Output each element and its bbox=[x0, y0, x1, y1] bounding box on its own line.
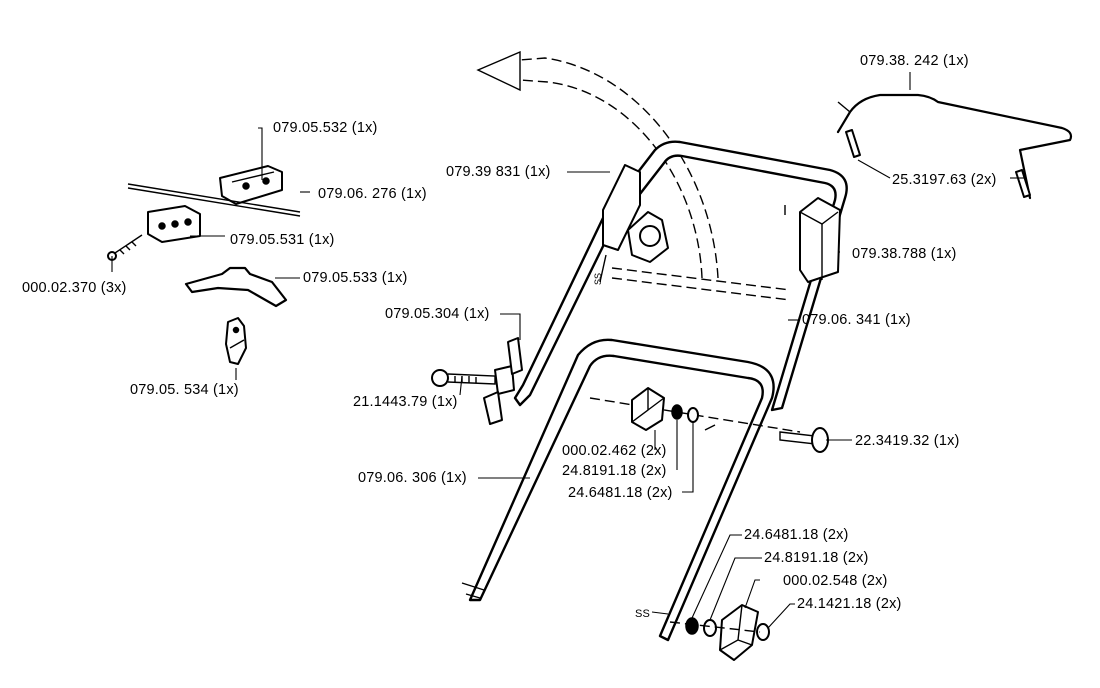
label-washer-low-2: 24.8191.18 (2x) bbox=[764, 550, 869, 566]
rod bbox=[127, 183, 301, 217]
label-top-right-bar: 079.38. 242 (1x) bbox=[860, 53, 969, 69]
label-nut-low: 24.1421.18 (2x) bbox=[797, 596, 902, 612]
knob-mid bbox=[631, 387, 699, 431]
label-right-box: 079.38.788 (1x) bbox=[852, 246, 957, 262]
lower-fasteners bbox=[669, 604, 770, 661]
label-bolt-part: 079.05.304 (1x) bbox=[385, 306, 490, 322]
pins bbox=[845, 129, 1031, 198]
label-clip-top: 079.05.532 (1x) bbox=[273, 120, 378, 136]
label-screw: 000.02.370 (3x) bbox=[22, 280, 127, 296]
hook-part bbox=[225, 317, 247, 365]
label-top-bracket: 079.39 831 (1x) bbox=[446, 164, 551, 180]
label-bolt: 21.1443.79 (1x) bbox=[353, 394, 458, 410]
left-bracket: SS bbox=[593, 164, 669, 285]
bracket-mark: SS bbox=[593, 273, 603, 285]
lower-handle bbox=[461, 338, 775, 642]
label-clip-bottom: 079.05.531 (1x) bbox=[230, 232, 335, 248]
carriage-bolt bbox=[779, 427, 829, 453]
label-washer-low-1: 24.6481.18 (2x) bbox=[744, 527, 849, 543]
label-wire: 079.05.533 (1x) bbox=[303, 270, 408, 286]
label-knob-low: 000.02.548 (2x) bbox=[783, 573, 888, 589]
wire-part bbox=[184, 266, 288, 308]
clip-top bbox=[219, 165, 283, 205]
label-right-tube: 079.06. 341 (1x) bbox=[802, 312, 911, 328]
label-rod: 079.06. 276 (1x) bbox=[318, 186, 427, 202]
label-lower-tube: 079.06. 306 (1x) bbox=[358, 470, 467, 486]
cross-bar-dashed bbox=[611, 267, 791, 301]
label-hook: 079.05. 534 (1x) bbox=[130, 382, 239, 398]
screw-part bbox=[107, 234, 143, 261]
right-box bbox=[799, 197, 841, 283]
bolt-assembly bbox=[431, 337, 523, 425]
leader-lines bbox=[111, 72, 1026, 629]
label-washer-mid-1: 24.8191.18 (2x) bbox=[562, 463, 667, 479]
label-pin-top-right: 25.3197.63 (2x) bbox=[892, 172, 997, 188]
label-knob-mid: 000.02.462 (2x) bbox=[562, 443, 667, 459]
label-carriage-bolt: 22.3419.32 (1x) bbox=[855, 433, 960, 449]
fold-arrow bbox=[476, 50, 719, 279]
mark-ss: SS bbox=[635, 608, 651, 620]
top-right-bar bbox=[836, 93, 1073, 200]
label-washer-mid-2: 24.6481.18 (2x) bbox=[568, 485, 673, 501]
clip-bottom bbox=[147, 205, 201, 243]
